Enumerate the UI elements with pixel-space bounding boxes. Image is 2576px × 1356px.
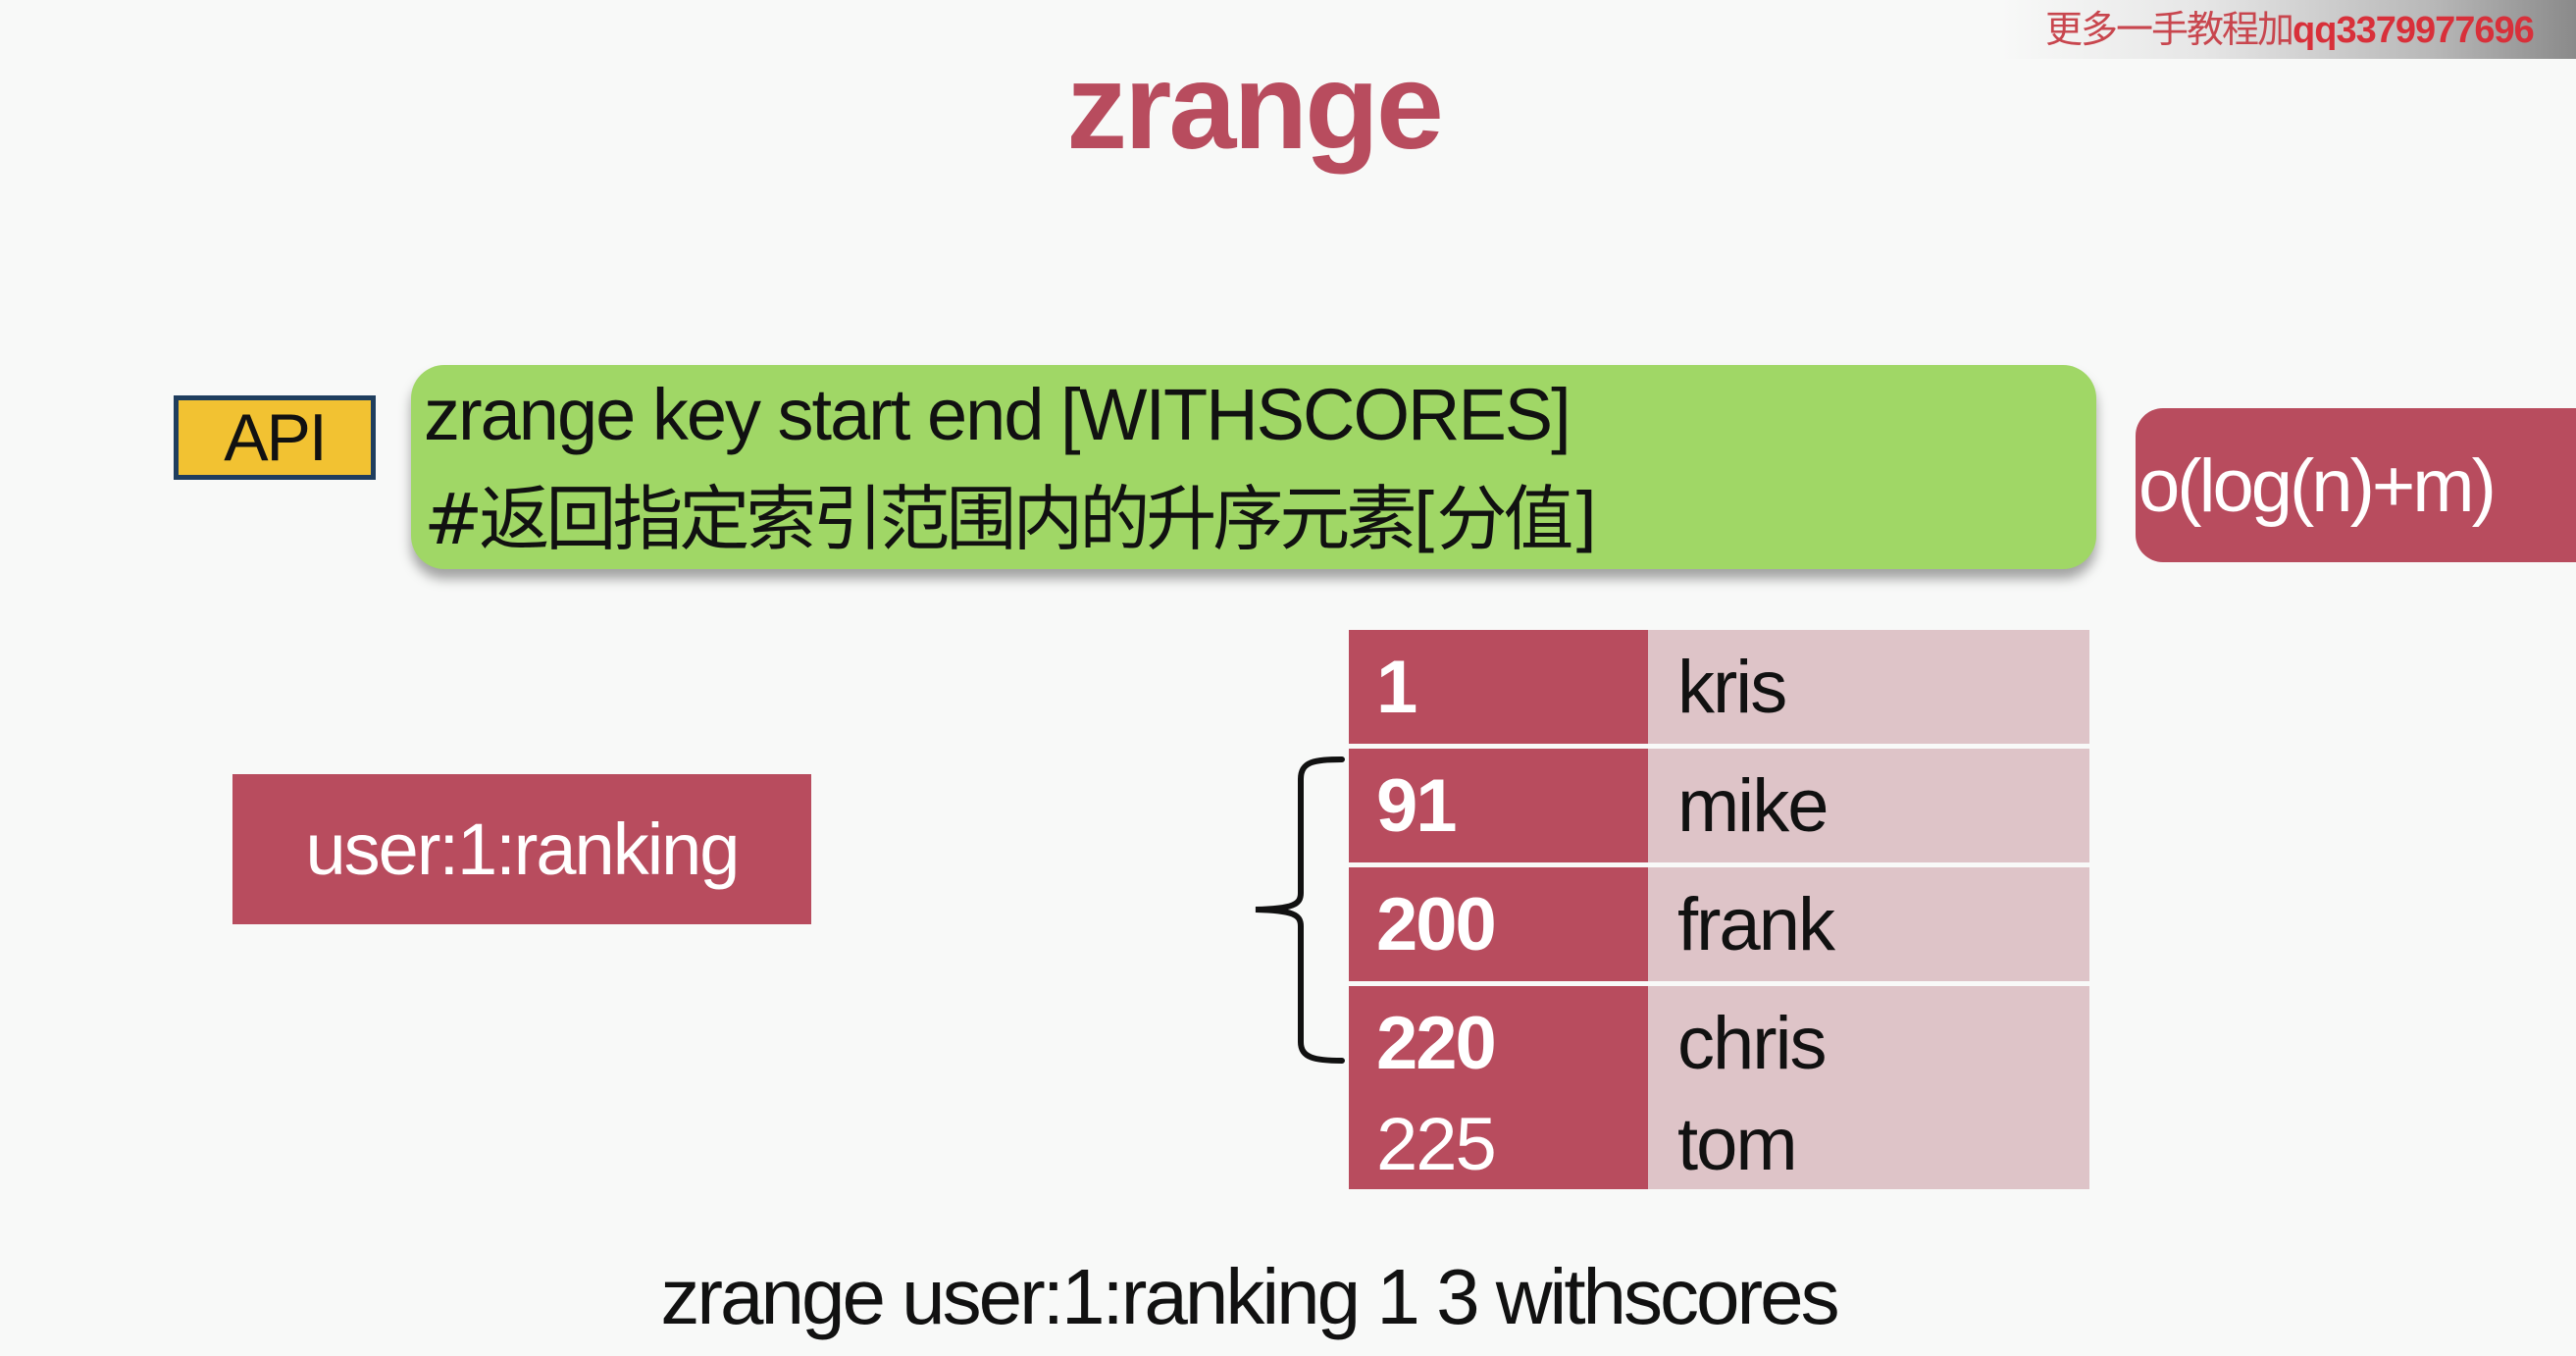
command-description: #返回指定索引范围内的升序元素[分值] (424, 478, 1598, 560)
score-cell: 91 (1349, 749, 1648, 862)
watermark-contact: qq3379977696 (2293, 10, 2535, 51)
member-cell: chris (1648, 986, 2089, 1100)
example-command: zrange user:1:ranking 1 3 withscores (660, 1253, 1839, 1340)
member-cell: mike (1648, 749, 2089, 862)
complexity-text: o(log(n)+m) (2138, 444, 2497, 528)
member-cell: kris (1648, 630, 2089, 744)
api-badge: API (174, 395, 376, 480)
sorted-set-table: 1 kris 91 mike 200 frank 220 chris 225 t… (1349, 630, 2089, 1189)
complexity-badge (2136, 408, 2576, 562)
key-name-box: user:1:ranking (232, 774, 811, 924)
score-cell: 1 (1349, 630, 1648, 744)
score-cell: 220 (1349, 986, 1648, 1100)
table-row: 91 mike (1349, 749, 2089, 862)
member-cell: tom (1648, 1099, 2089, 1189)
watermark-banner (2001, 0, 2576, 59)
table-row: 200 frank (1349, 867, 2089, 981)
watermark-text: 更多一手教程加qq3379977696 (2045, 8, 2535, 51)
table-row: 1 kris (1349, 630, 2089, 744)
command-signature: zrange key start end [WITHSCORES] (424, 374, 1571, 455)
score-cell: 200 (1349, 867, 1648, 981)
watermark-prefix: 更多一手教程加 (2045, 8, 2294, 51)
slide-title: zrange (1066, 39, 1444, 175)
curly-brace-icon (1255, 756, 1345, 1064)
score-cell: 225 (1349, 1099, 1648, 1189)
table-row: 225 tom (1349, 1099, 2089, 1189)
member-cell: frank (1648, 867, 2089, 981)
table-row: 220 chris (1349, 986, 2089, 1100)
command-box (411, 365, 2096, 569)
